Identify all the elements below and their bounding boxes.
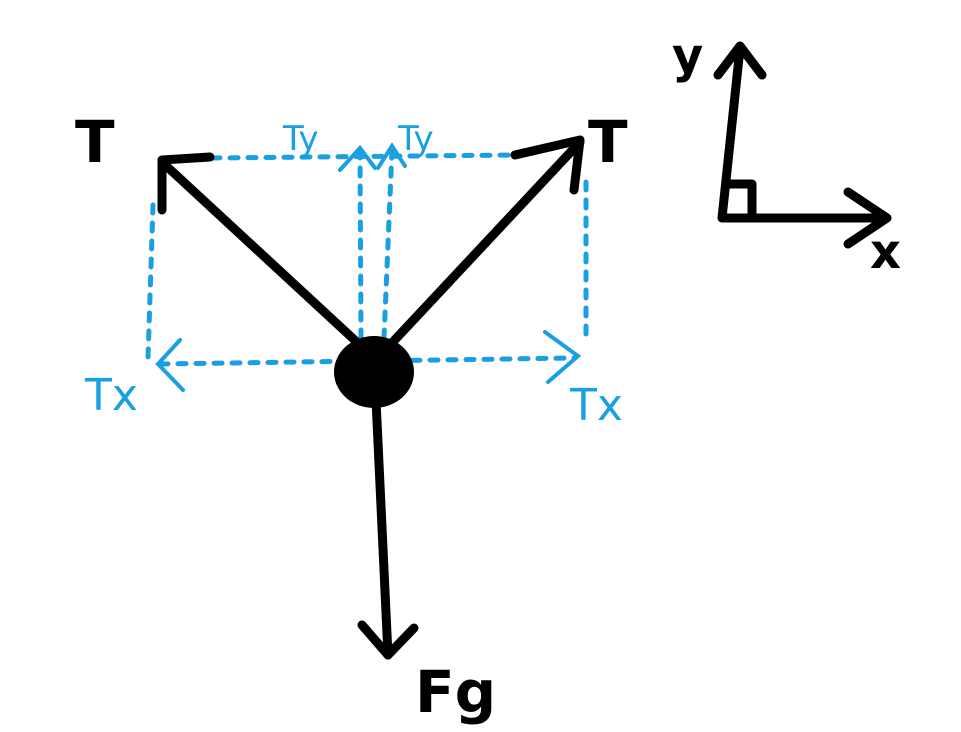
axis-lines (717, 43, 890, 223)
tx-right-arrowhead-icon (543, 330, 582, 384)
label-ty-right: Ty (397, 119, 434, 159)
force-vectors (157, 135, 585, 660)
tension-left-arrowhead-icon (157, 152, 215, 215)
tension-left-vector (157, 157, 365, 350)
ty-left-dashed-line (357, 149, 364, 341)
label-gravity: Fg (415, 658, 496, 726)
label-axis-x: x (870, 224, 901, 280)
gravity-vector (371, 395, 393, 660)
label-axis-y: y (672, 28, 703, 84)
tension-right-arrowhead-icon (510, 135, 585, 195)
tension-right-vector (385, 137, 585, 350)
top-dashed-line (209, 152, 518, 161)
axis-x-arrowhead-icon (843, 187, 892, 249)
label-tension-right: T (588, 108, 628, 176)
gravity-arrowhead-icon (357, 620, 419, 660)
right-angle-icon (722, 179, 757, 221)
tx-left-arrowhead-icon (155, 338, 185, 392)
label-tension-left: T (75, 108, 115, 176)
ty-left-arrowhead-icon (338, 144, 377, 172)
ty-right-dashed-line (381, 147, 395, 341)
ty-right-arrowhead-icon (376, 142, 407, 170)
label-tx-left: Tx (84, 370, 138, 421)
component-lines (145, 142, 589, 392)
left-dashed-line (145, 202, 156, 361)
axis-y-arrowhead-icon (713, 41, 767, 80)
label-ty-left: Ty (282, 119, 319, 159)
mass-point (334, 336, 414, 408)
axes (713, 41, 892, 249)
label-tx-right: Tx (569, 380, 623, 431)
